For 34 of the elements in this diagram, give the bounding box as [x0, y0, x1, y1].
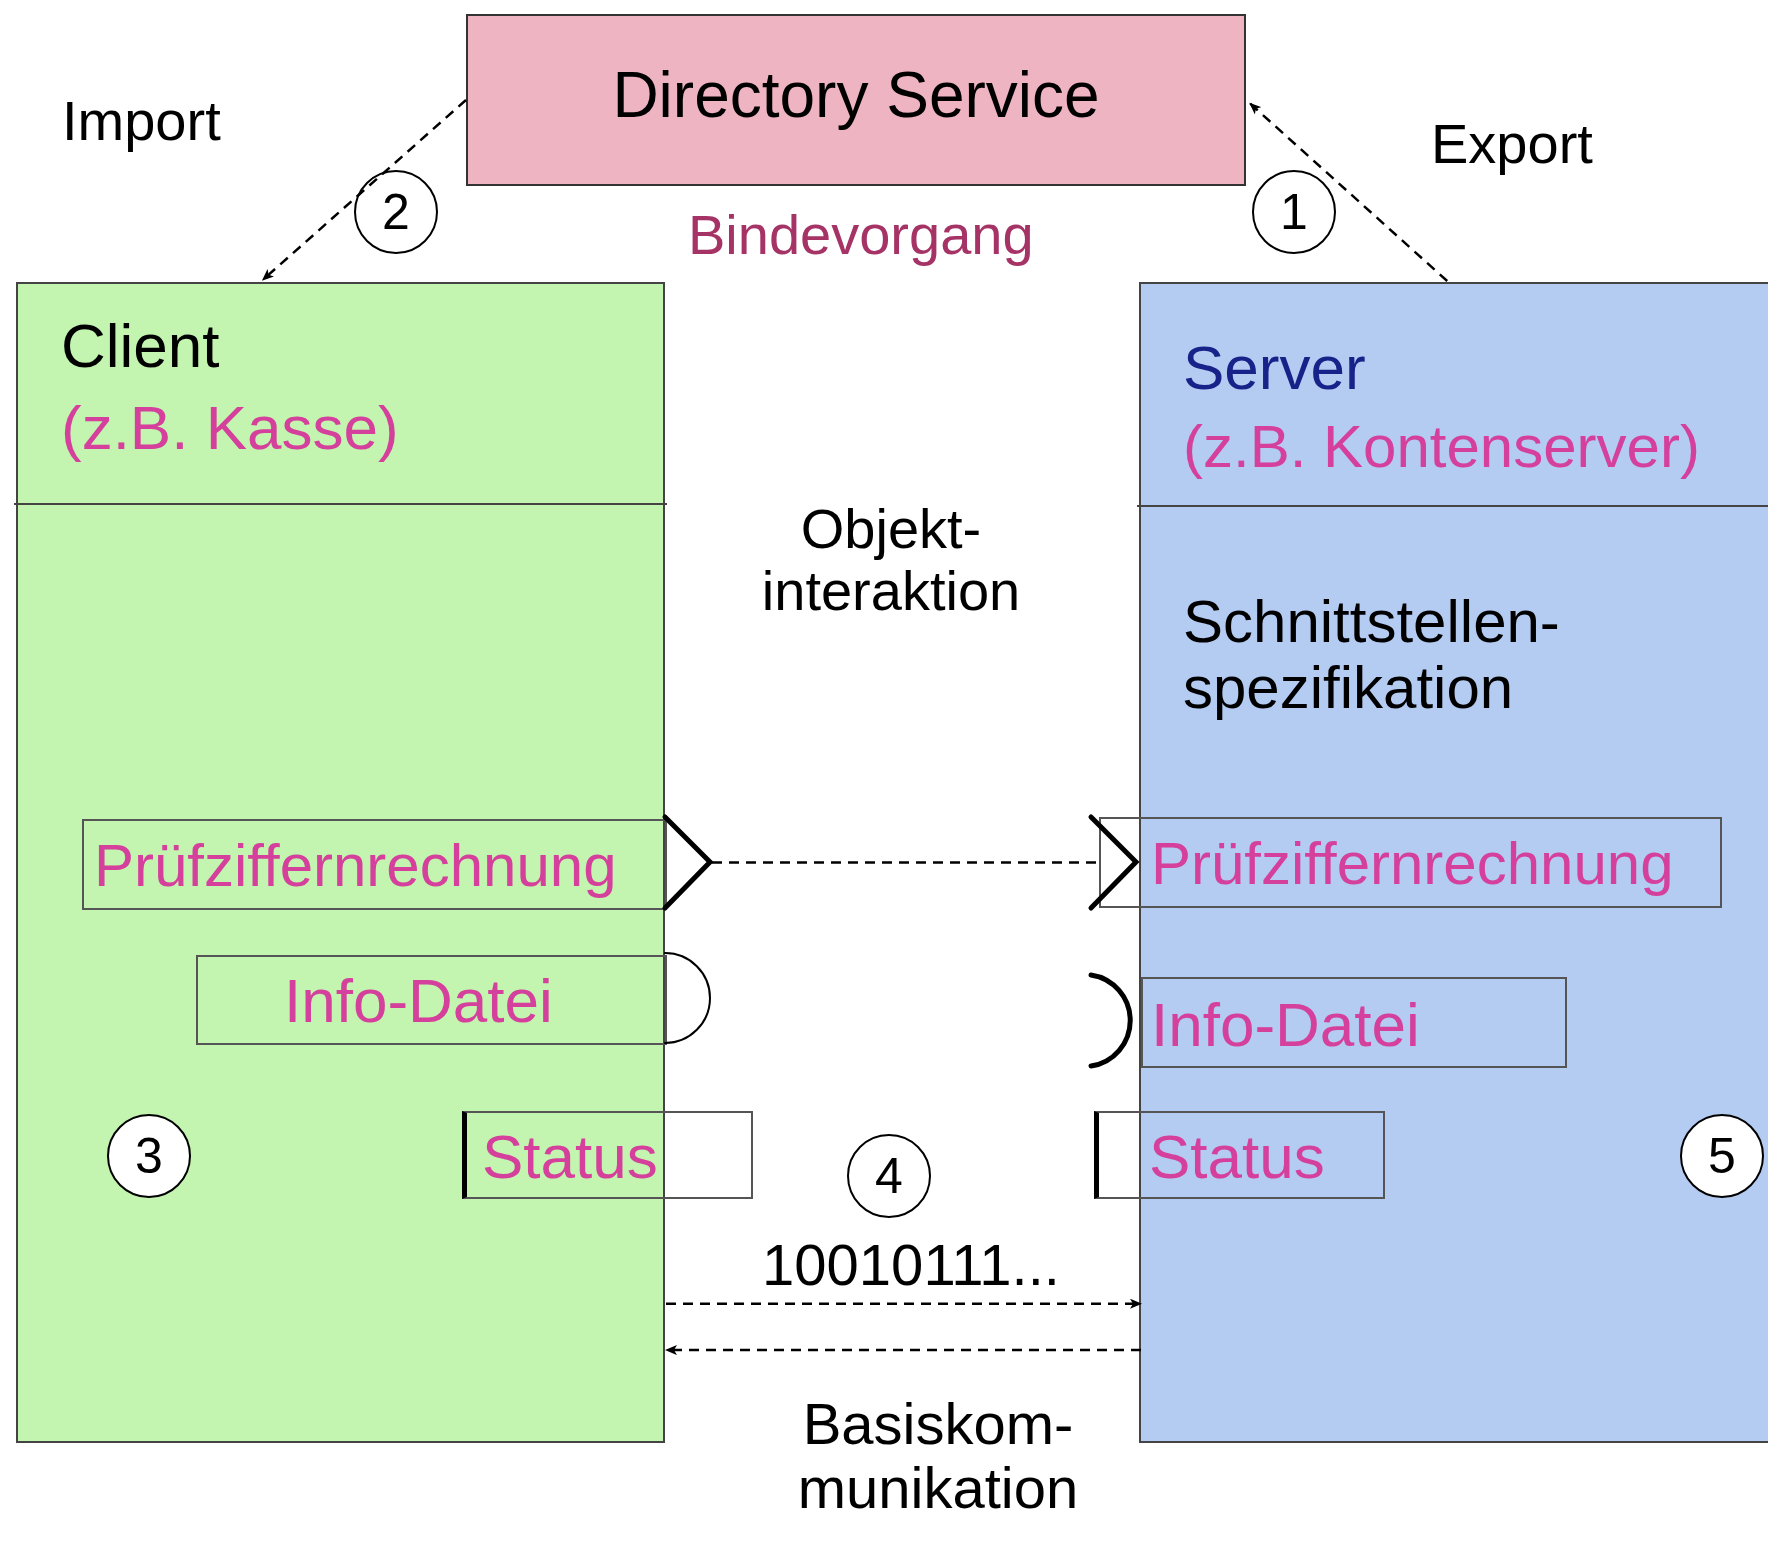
interface-name: Prüfziffernrechnung — [94, 833, 617, 899]
arrow — [1249, 102, 1449, 282]
component-example: (z.B. Kasse) — [61, 394, 399, 463]
interface-name: Status — [482, 1123, 658, 1192]
interface-box — [1141, 977, 1567, 1068]
service-name: Directory Service — [611, 60, 1101, 131]
component-example: (z.B. Kontenserver) — [1183, 414, 1700, 480]
interface-box — [82, 819, 667, 910]
interface-spec-text: Schnittstellen- spezifikation — [1183, 589, 1561, 721]
interface-name: Info-Datei — [1151, 991, 1420, 1060]
component-box — [16, 282, 665, 1443]
interface-name: Status — [1149, 1123, 1325, 1192]
service-box — [466, 14, 1246, 186]
callout-number: 1 — [1252, 170, 1336, 254]
component-title: Server — [1183, 334, 1366, 403]
arrow — [261, 99, 467, 281]
note-text: Basiskom- munikation — [796, 1392, 1080, 1520]
edge-label: 10010111... — [761, 1233, 1061, 1297]
interface-name: Prüfziffernrechnung — [1151, 831, 1674, 897]
callout-number: 2 — [354, 170, 438, 254]
component-title: Client — [61, 312, 220, 381]
interface-box — [462, 1111, 753, 1199]
flow-label: Import — [62, 90, 221, 152]
interface-name: Info-Datei — [284, 967, 553, 1036]
process-label: Bindevorgang — [688, 204, 1034, 266]
interface-box — [196, 955, 667, 1045]
arrow — [666, 1298, 1142, 1309]
component-box — [1139, 282, 1768, 1443]
arrow — [665, 1345, 1141, 1356]
flow-label: Export — [1431, 113, 1593, 175]
callout-number: 4 — [847, 1134, 931, 1218]
interface-box — [1099, 817, 1722, 908]
interface-box — [1094, 1111, 1385, 1199]
note-text: Objekt- interaktion — [760, 498, 1022, 622]
